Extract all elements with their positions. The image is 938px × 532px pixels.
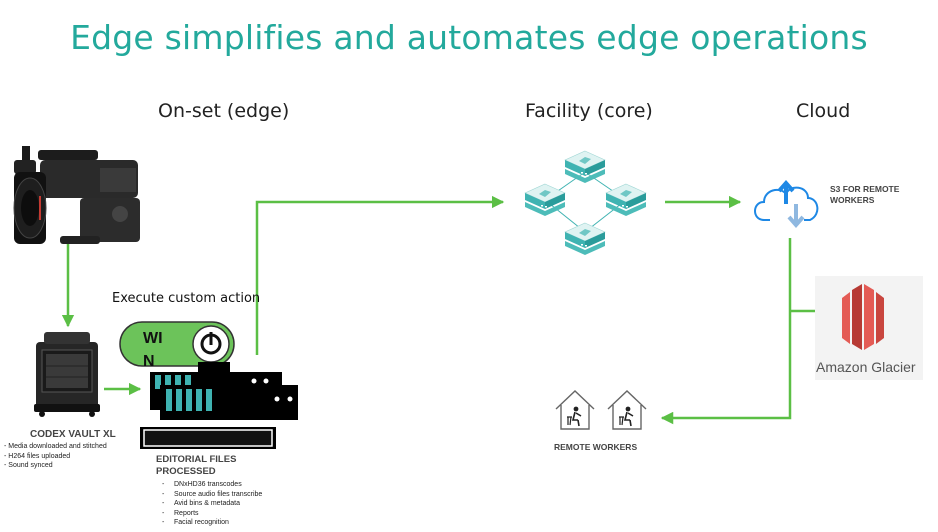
remote-workers-label: REMOTE WORKERS [554,442,638,452]
column-heading-cloud: Cloud [796,100,851,122]
network-node-icon [524,150,647,256]
arrow-edge-to-core [255,195,505,355]
house-worker-icon [555,390,647,430]
list-item: - H264 files uploaded [4,452,71,460]
toggle-label: WI N [143,330,163,370]
list-item: - Sound synced [4,462,53,469]
list-item: - Media downloaded and stitched [4,443,107,450]
editorial-files-list: DNxHD36 transcodes Source audio files tr… [162,480,262,528]
list-item: Source audio files transcribe [162,490,262,500]
cloud-upload-icon [754,179,819,229]
codex-vault-icon [34,332,100,417]
column-heading-edge: On-set (edge) [158,100,290,122]
execute-custom-action-label: Execute custom action [112,291,261,306]
codex-vault-title: CODEX VAULT XL [30,429,116,440]
list-item: Facial recognition [162,518,262,528]
server-stack-icon [140,362,298,449]
amazon-glacier-icon [815,276,923,380]
list-item: Avid bins & metadata [162,499,262,509]
editorial-files-title: EDITORIAL FILES PROCESSED [156,454,237,477]
toggle-icon [119,321,235,367]
amazon-glacier-label: Amazon Glacier [816,359,916,375]
s3-remote-workers-label: S3 FOR REMOTE WORKERS [830,184,900,205]
camera-icon [13,146,140,244]
list-item: DNxHD36 transcodes [162,480,262,490]
list-item: Reports [162,509,262,519]
codex-vault-list: - Media downloaded and stitched - H264 f… [4,442,107,471]
page-title: Edge simplifies and automates edge opera… [70,18,868,57]
column-heading-core: Facility (core) [525,100,653,122]
arrow-cloud-to-remote [660,238,792,425]
